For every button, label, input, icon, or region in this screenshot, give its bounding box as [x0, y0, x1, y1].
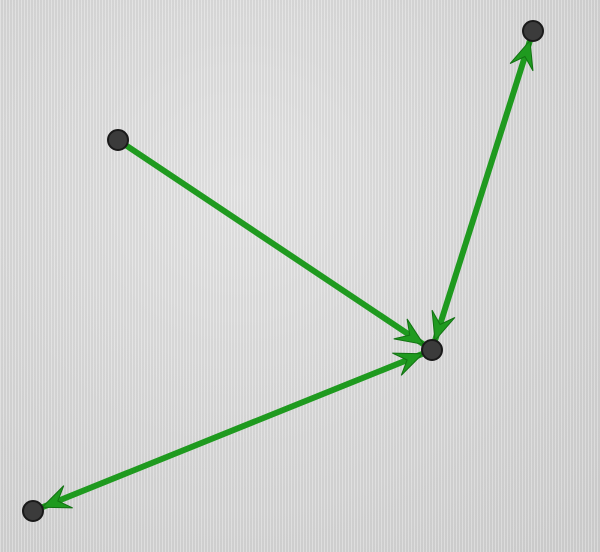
arrowhead-c-b-end [509, 39, 534, 72]
edge-a-c [123, 142, 427, 348]
node-c[interactable] [421, 339, 443, 361]
node-d[interactable] [22, 500, 44, 522]
node-a[interactable] [107, 129, 129, 151]
arrowhead-d-c-end [392, 352, 424, 376]
arrowhead-c-b-start [431, 309, 456, 342]
node-b[interactable] [522, 20, 544, 42]
arrowhead-d-c-start [41, 485, 73, 509]
edge-c-b [432, 37, 533, 344]
arrowhead-a-c-end [393, 318, 425, 346]
edge-d-c [39, 350, 426, 511]
